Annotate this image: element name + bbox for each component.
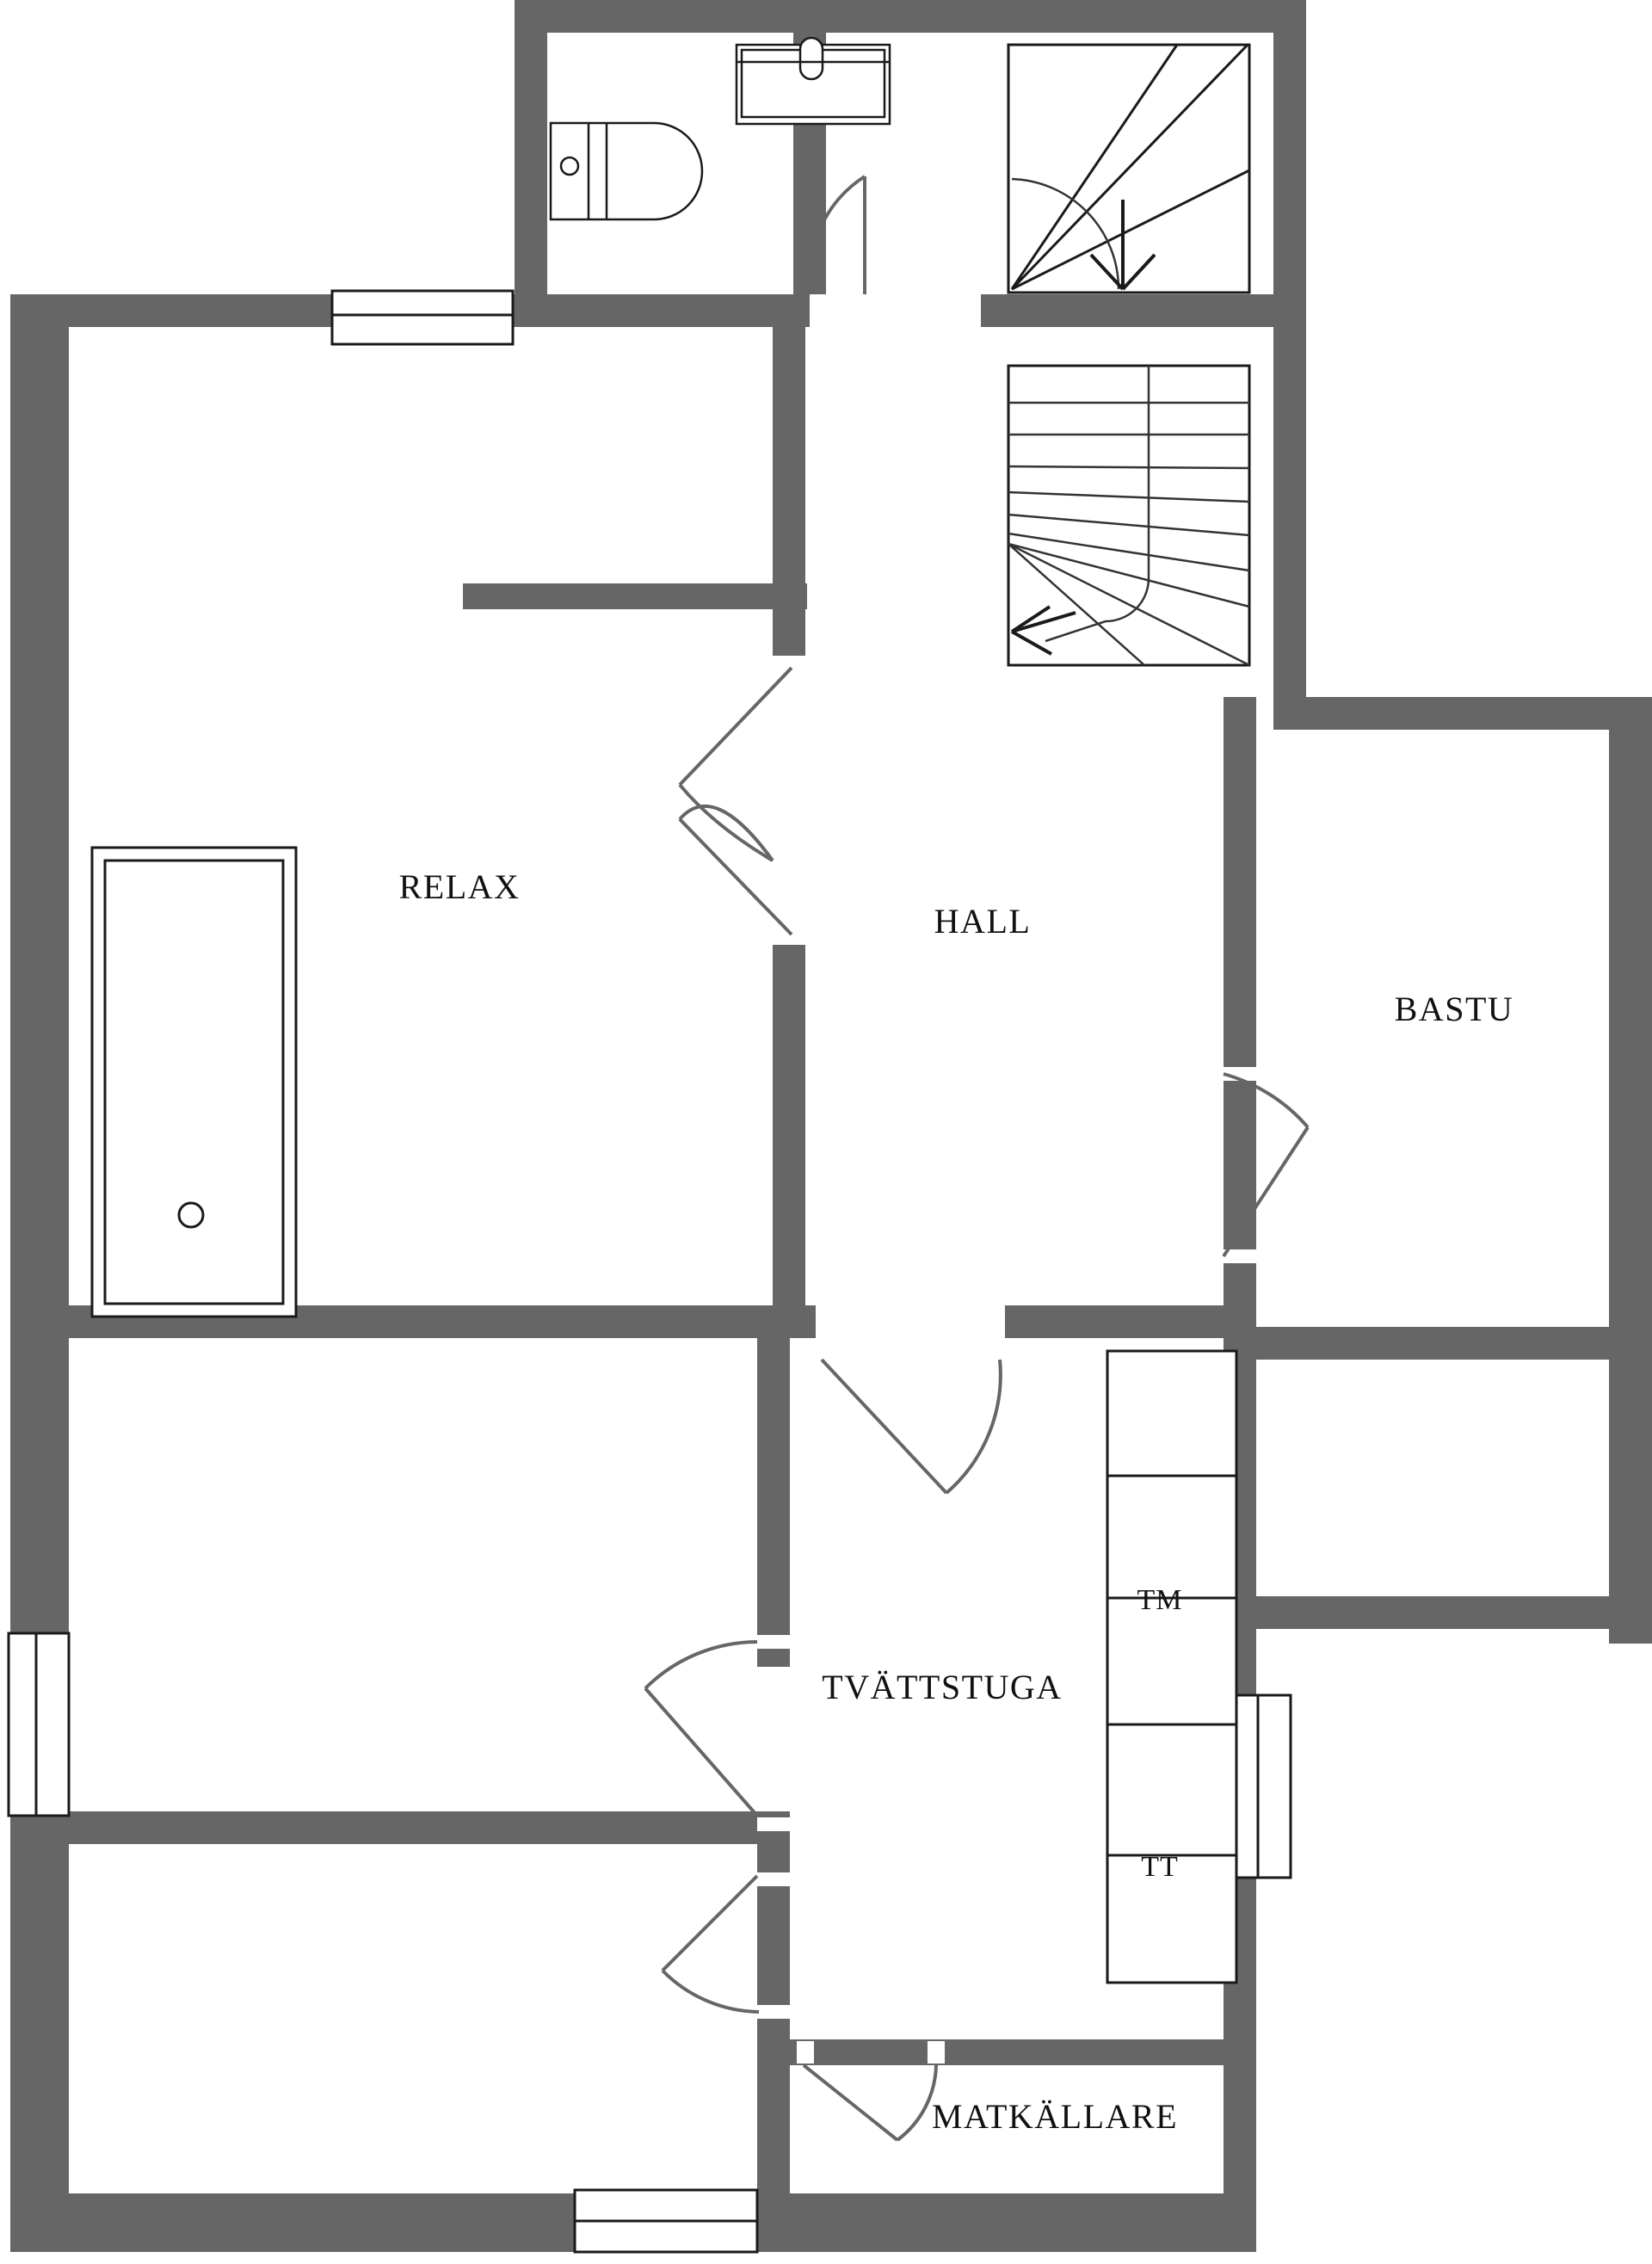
wall-west-top-block	[515, 0, 547, 327]
doors-group	[644, 175, 1310, 2142]
cabinet-box-mid	[1106, 1596, 1238, 1726]
door-relax-hall[interactable]	[678, 656, 805, 945]
wall-relax-stub	[463, 583, 807, 609]
door-bastu[interactable]	[1222, 1067, 1310, 1263]
wall-stair-divider	[981, 294, 1306, 327]
wall-bastu-north	[1273, 697, 1652, 730]
room-label-matkallare: MATKÄLLARE	[932, 2097, 1178, 2136]
cabinet-box-bottom	[1106, 1854, 1238, 1984]
cabinet-box-top	[1106, 1349, 1238, 1477]
windows-group	[7, 289, 1292, 2254]
room-label-bastu: BASTU	[1395, 990, 1514, 1028]
room-label-hall: HALL	[934, 902, 1032, 941]
window-east-wall	[1232, 1693, 1292, 1879]
door-wc[interactable]	[808, 175, 866, 327]
tumble-dryer-box	[1106, 1723, 1238, 1857]
wall-relax-hall-upper	[773, 294, 805, 673]
door-laundry-southwest-room[interactable]	[661, 1872, 790, 2019]
door-matkallare[interactable]	[797, 2041, 945, 2142]
appliance-labels-group: TM TT	[1137, 1584, 1183, 1883]
room-label-relax: RELAX	[399, 867, 521, 906]
stair-direction-arrow-down	[1089, 200, 1156, 291]
wall-hall-south-east	[989, 1305, 1256, 1338]
wall-north-top-block	[515, 0, 1306, 33]
wall-tvatt-west	[757, 1305, 790, 1667]
window-north-wall	[330, 289, 515, 346]
appliance-label-tt: TT	[1141, 1851, 1179, 1883]
door-hall-laundry[interactable]	[816, 1305, 1005, 1495]
stair-direction-arrow-left	[1010, 605, 1076, 656]
winder-staircase-up	[1007, 43, 1251, 294]
washing-machine-box	[1106, 1474, 1238, 1600]
washbasin-icon	[735, 36, 891, 126]
room-labels-group: RELAX HALL BASTU TVÄTTSTUGA MATKÄLLARE	[399, 867, 1514, 2136]
wall-matkallare-north	[781, 2039, 1224, 2065]
stairs-group	[1007, 43, 1251, 667]
toilet-wc-icon	[549, 121, 704, 221]
wall-bastu-bottom	[1256, 1596, 1652, 1629]
door-laundry-west-room[interactable]	[644, 1635, 790, 1831]
fixtures-group	[90, 36, 1238, 1984]
walls-group	[10, 0, 1652, 2252]
wall-east-top-block	[1273, 0, 1306, 706]
wall-tvatt-west-lower	[757, 1833, 790, 2014]
straight-staircase	[1007, 364, 1251, 667]
wall-bastu-south	[1256, 1327, 1652, 1360]
wall-west-outer	[10, 294, 69, 2252]
wall-bastu-east-lower	[1609, 1327, 1652, 1628]
window-west-wall	[7, 1632, 71, 1817]
appliance-label-tm: TM	[1137, 1584, 1183, 1616]
appliance-column	[1106, 1349, 1238, 1984]
wall-hall-east-upper	[1224, 697, 1256, 1073]
bathtub-icon	[90, 846, 298, 1318]
room-label-tvattstuga: TVÄTTSTUGA	[822, 1668, 1062, 1706]
wall-lowerleft-divider	[10, 1811, 790, 1844]
wall-relax-hall-lower	[773, 936, 805, 1306]
window-south-wall	[573, 2188, 759, 2254]
